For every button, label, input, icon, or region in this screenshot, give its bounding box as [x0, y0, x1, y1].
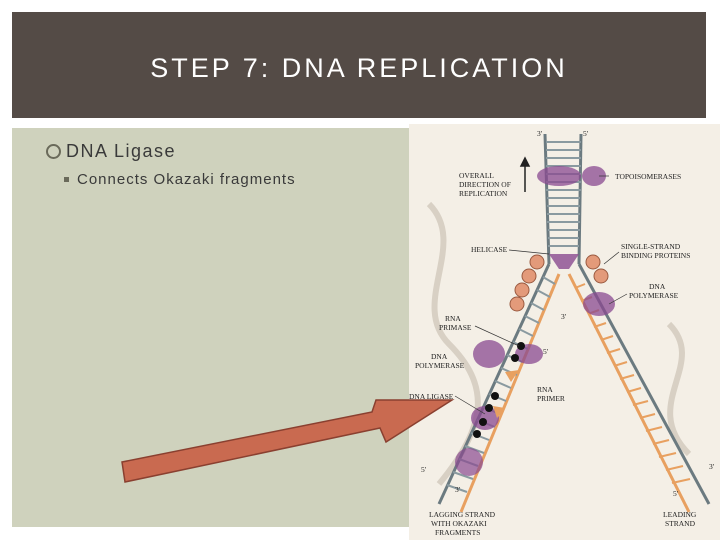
prime-label: 3' [455, 485, 461, 494]
topoisomerase-blob [537, 166, 581, 186]
dna-polymerase-right [583, 292, 615, 316]
dna-ligase-blob [471, 406, 499, 430]
prime-label: 5' [421, 465, 427, 474]
overall-label: REPLICATION [459, 189, 508, 198]
okazaki-dots [473, 342, 525, 438]
prime-label: 5' [673, 489, 679, 498]
bullet-sub: Connects Okazaki fragments [64, 171, 296, 188]
dna-polymerase-label: POLYMERASE [629, 291, 679, 300]
rna-primase-label: RNA [445, 314, 461, 323]
square-bullet-icon [64, 177, 69, 182]
bullet-sub-text: Connects Okazaki fragments [77, 171, 296, 188]
slide-title: STEP 7: DNA REPLICATION [150, 53, 568, 83]
okazaki-arrows [493, 370, 519, 418]
helicase-label: HELICASE [471, 245, 508, 254]
direction-arrow-icon [519, 156, 531, 192]
leader-lines [454, 175, 628, 415]
dna-polymerase-label-left: POLYMERASE [415, 361, 465, 370]
helicase-shape [549, 254, 579, 269]
lagging-enzyme-blob [455, 448, 483, 476]
overall-label: DIRECTION OF [459, 180, 511, 189]
leading-strand-label: STRAND [665, 519, 696, 528]
lagging-strand-label: FRAGMENTS [435, 528, 480, 537]
topoisomerase-blob-2 [582, 166, 606, 186]
ssb-label: SINGLE-STRAND [621, 242, 681, 251]
dna-polymerase-left [473, 340, 505, 368]
lagging-strand-label: WITH OKAZAKI [431, 519, 487, 528]
bullet-main: DNA Ligase [46, 141, 176, 162]
background-helix-2 [666, 321, 692, 457]
dna-replication-figure: 3' 5' OVERALL DIRECTION OF REPLICATION T… [409, 124, 720, 540]
parental-dna [543, 133, 583, 265]
bullet-main-text: DNA Ligase [66, 141, 177, 161]
prime-label: 3' [709, 462, 715, 471]
prime-label: 3' [537, 129, 543, 138]
lagging-strand-label: LAGGING STRAND [429, 510, 496, 519]
dna-ligase-label: DNA LIGASE [409, 392, 454, 401]
prime-label: 5' [543, 347, 549, 356]
ssb-proteins [509, 254, 609, 312]
prime-label: 5' [583, 129, 589, 138]
overall-label: OVERALL [459, 171, 494, 180]
dna-polymerase-label-left: DNA [431, 352, 448, 361]
leading-strand-label: LEADING [663, 510, 697, 519]
prime-label: 3' [561, 312, 567, 321]
ring-bullet-icon [46, 144, 61, 159]
topoisomerases-label: TOPOISOMERASES [615, 172, 681, 181]
rna-primer-label: RNA [537, 385, 553, 394]
rna-primase-label: PRIMASE [439, 323, 472, 332]
title-bar: STEP 7: DNA REPLICATION [12, 12, 706, 118]
dna-polymerase-label: DNA [649, 282, 666, 291]
rna-primer-label: PRIMER [537, 394, 565, 403]
ssb-label: BINDING PROTEINS [621, 251, 690, 260]
